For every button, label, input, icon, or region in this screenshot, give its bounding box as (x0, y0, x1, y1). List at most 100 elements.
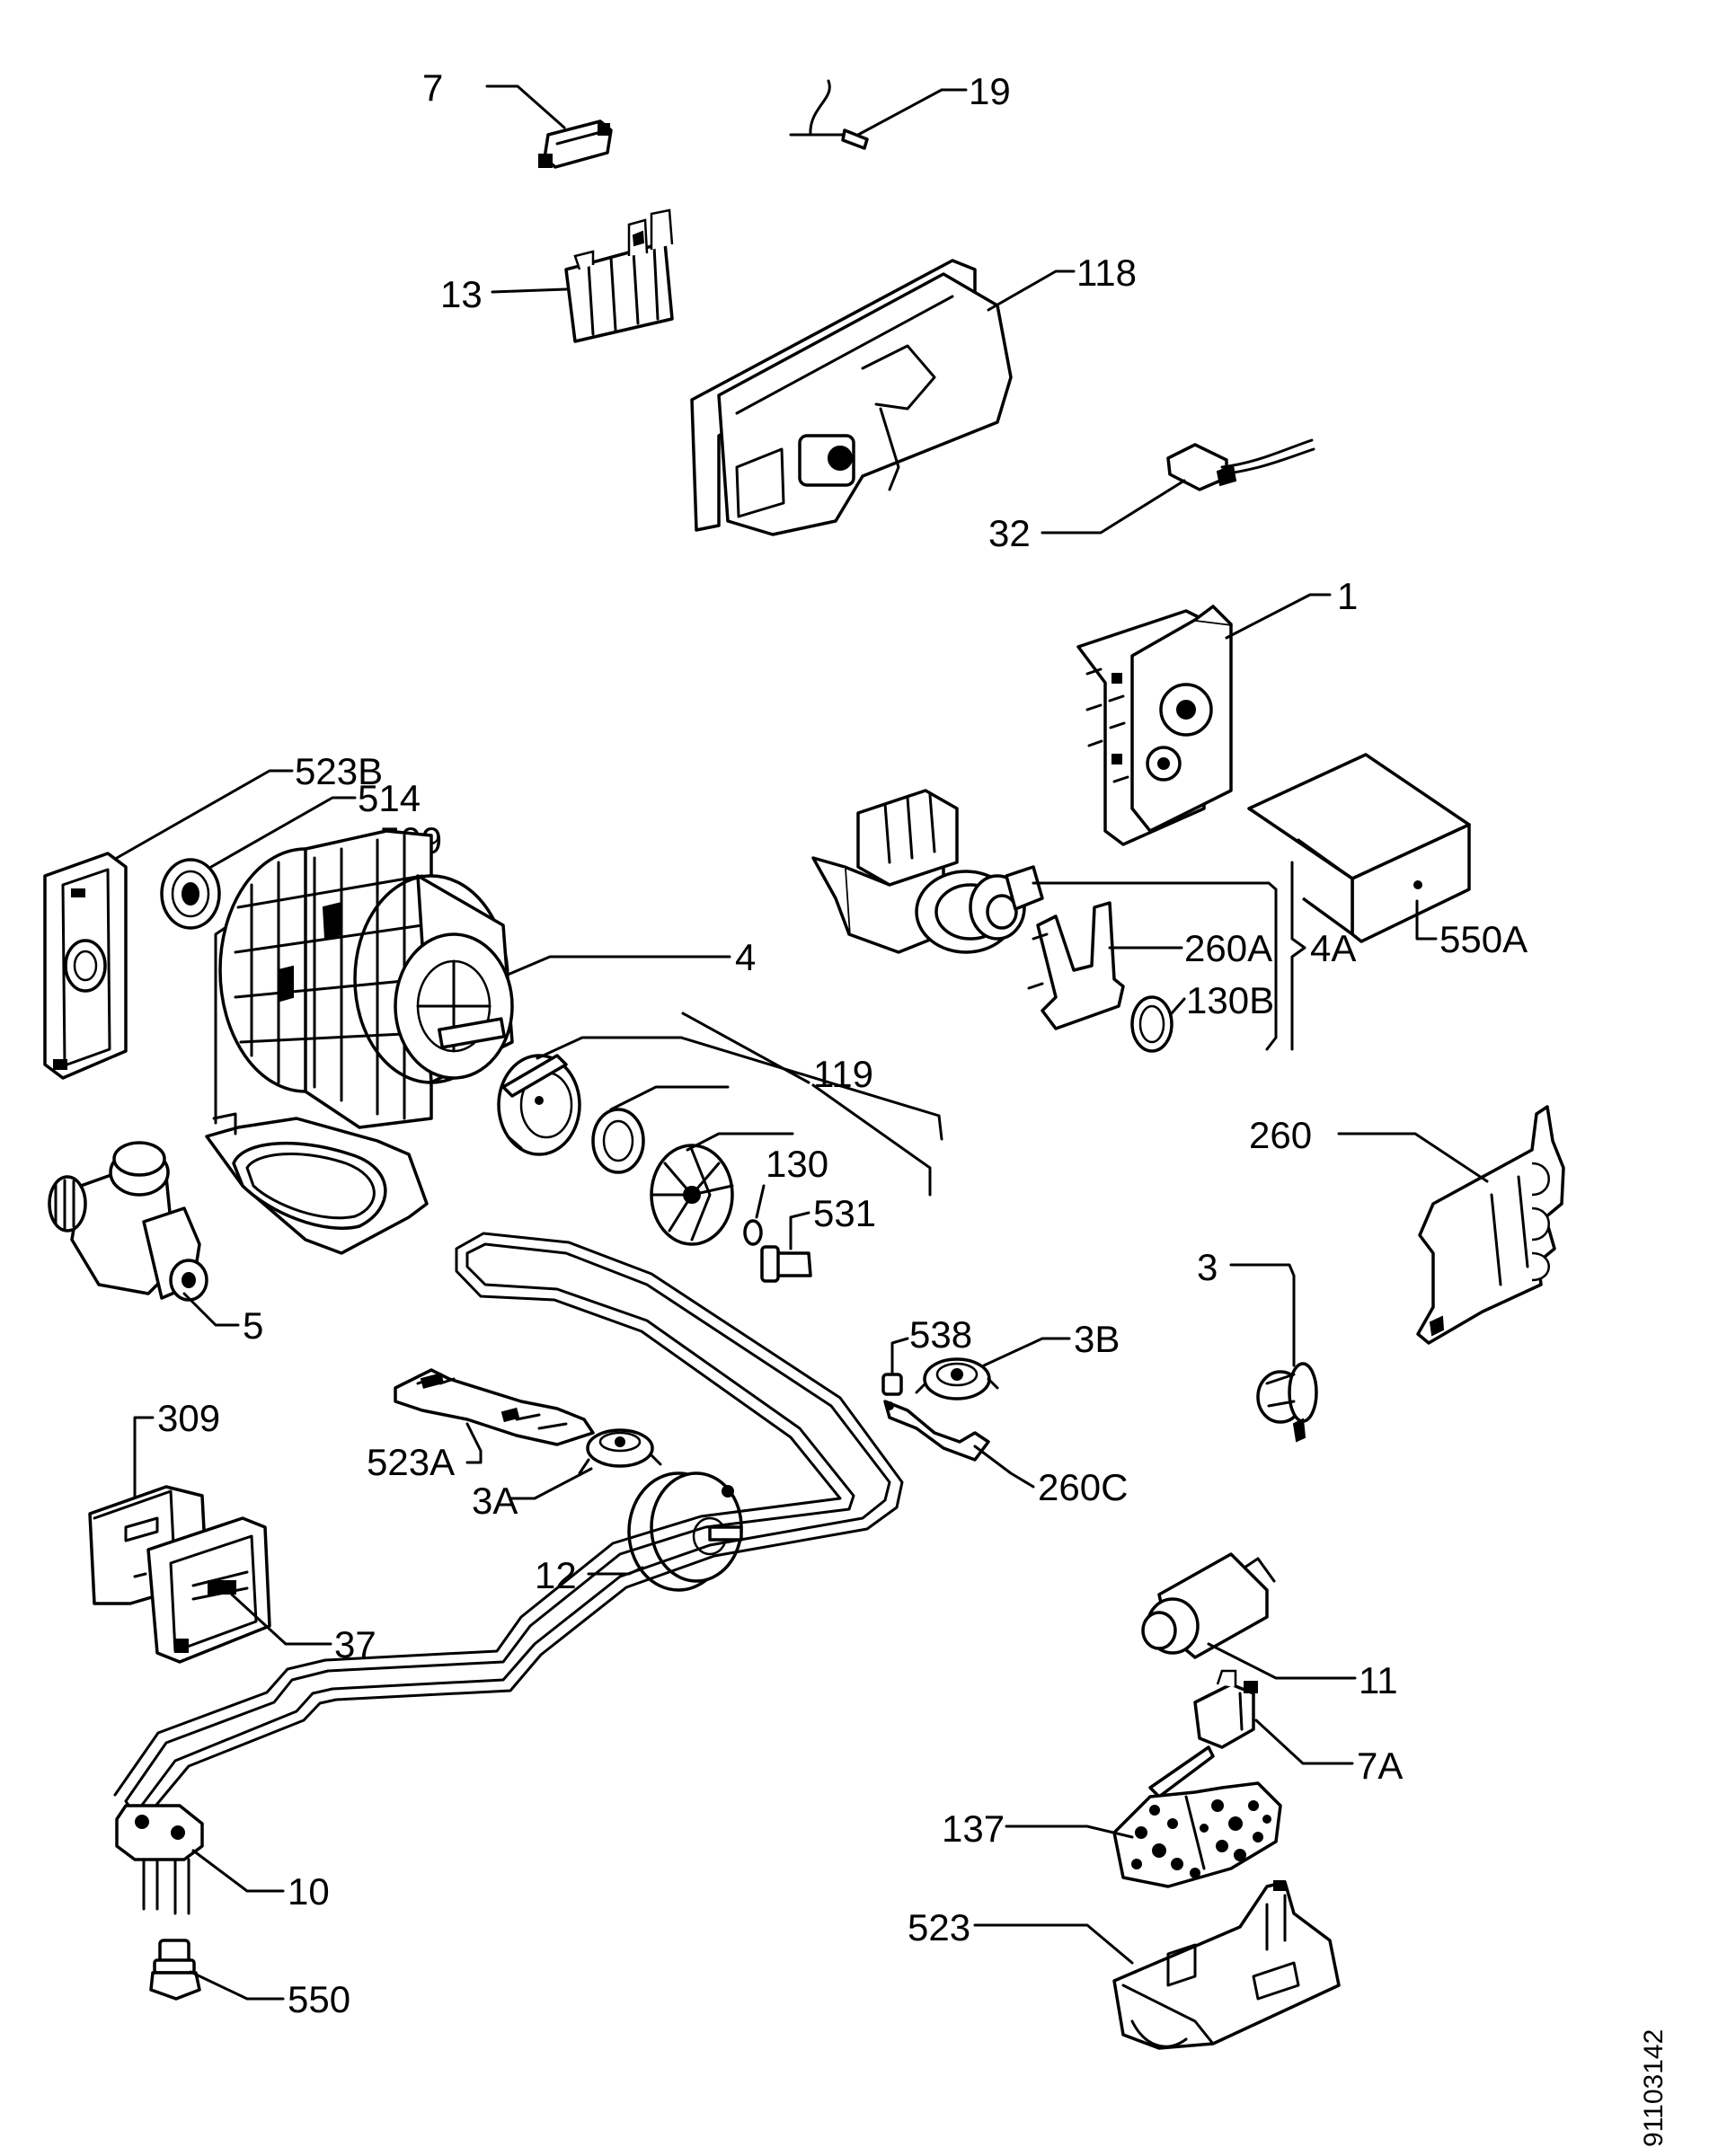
part-260-bracket (1416, 1105, 1565, 1345)
part-3-thermostat (1256, 1362, 1318, 1443)
part-523-sump (1112, 1880, 1341, 2050)
part-130-washer (743, 1219, 763, 1246)
part-550-plug (149, 1939, 201, 2001)
leader-130B (1170, 997, 1186, 1015)
label-1: 1 (1337, 575, 1358, 617)
part-514-grommet (160, 858, 221, 930)
label-523: 523 (908, 1906, 970, 1948)
label-7: 7 (422, 66, 443, 109)
part-118-dispenser (690, 259, 1013, 536)
leader-3B (982, 1337, 1071, 1367)
label-523B: 523B (295, 750, 383, 792)
part-260C-clip (883, 1400, 990, 1462)
leader-10 (191, 1849, 285, 1893)
label-130B: 130B (1186, 979, 1274, 1021)
part-impeller (650, 1144, 734, 1246)
part-550A-box (1247, 753, 1471, 943)
label-3: 3 (1197, 1246, 1218, 1288)
leader-5 (182, 1292, 240, 1327)
leader-260 (1337, 1132, 1489, 1183)
label-118: 118 (1076, 252, 1137, 294)
part-523B-cover (43, 852, 128, 1080)
part-4-motor (218, 829, 514, 1129)
leader-550 (189, 1970, 285, 2001)
leader-4 (506, 955, 731, 976)
leaders-119 (536, 1036, 943, 1152)
label-5: 5 (243, 1304, 263, 1347)
leader-523B (115, 769, 294, 860)
part-19-sensor (789, 79, 869, 150)
label-523A: 523A (367, 1441, 455, 1483)
leader-550A (1415, 899, 1438, 941)
part-137-filter (1112, 1781, 1282, 1888)
leader-130 (755, 1184, 766, 1219)
part-509-gasket (205, 1112, 429, 1255)
label-260C: 260C (1038, 1466, 1128, 1508)
part-1-timer (1076, 605, 1233, 846)
leader-37 (230, 1593, 332, 1646)
part-5-inlet-valve (48, 1141, 208, 1302)
leader-11 (1207, 1642, 1357, 1680)
label-119: 119 (813, 1053, 873, 1095)
part-3B-thermostat (915, 1357, 999, 1401)
label-7A: 7A (1357, 1745, 1403, 1787)
leader-260C (973, 1445, 1035, 1489)
label-11: 11 (1359, 1659, 1398, 1701)
part-10-heating-element (113, 1232, 904, 1915)
leader-13 (491, 287, 568, 294)
leader-7 (485, 84, 566, 129)
part-4A-drain-pump (811, 789, 1044, 954)
leader-137 (1005, 1825, 1134, 1839)
label-3B: 3B (1074, 1318, 1120, 1360)
part-ring (591, 1108, 645, 1174)
label-3A: 3A (472, 1480, 518, 1522)
label-137: 137 (942, 1807, 1005, 1850)
label-4A: 4A (1310, 927, 1356, 969)
part-12-fan-motor (627, 1471, 743, 1592)
leader-7A (1254, 1719, 1354, 1765)
part-shaft-seal (497, 1054, 581, 1156)
leader-538 (890, 1337, 909, 1374)
label-32: 32 (988, 512, 1031, 554)
label-514: 514 (358, 777, 421, 819)
drawing-code: 91103142 (1639, 2029, 1669, 2147)
leader-3A (510, 1467, 593, 1500)
leader-32 (1041, 479, 1186, 535)
label-10: 10 (288, 1870, 330, 1913)
part-130B-seal-ring (1130, 995, 1173, 1053)
part-531-screw (760, 1245, 812, 1283)
part-32-connector (1166, 438, 1315, 491)
label-19: 19 (969, 70, 1011, 112)
label-531: 531 (813, 1192, 876, 1234)
group-bracket-4A (1032, 861, 1306, 1051)
label-538: 538 (909, 1313, 972, 1356)
part-523A-plate (394, 1368, 595, 1446)
leader-523A (465, 1422, 483, 1464)
label-130: 130 (766, 1143, 828, 1185)
leader-1 (1225, 593, 1332, 640)
leader-118 (987, 270, 1076, 312)
leader-309 (133, 1416, 155, 1498)
leader-19 (856, 88, 968, 137)
part-37-housing (146, 1516, 271, 1664)
leader-523 (973, 1923, 1134, 1965)
part-3A-thermostat (578, 1428, 662, 1475)
label-13: 13 (440, 273, 483, 315)
label-260A: 260A (1184, 927, 1272, 969)
leader-531 (789, 1211, 810, 1250)
label-260: 260 (1249, 1114, 1312, 1156)
part-538-spacer (881, 1373, 903, 1396)
label-550: 550 (288, 1978, 350, 2020)
part-7A-microswitch (1148, 1669, 1258, 1798)
label-550A: 550A (1439, 918, 1528, 960)
label-309: 309 (157, 1397, 220, 1439)
part-260A-bracket (1027, 901, 1125, 1030)
leader-3 (1229, 1263, 1296, 1367)
part-7-switch (538, 119, 613, 169)
bracket-119 (681, 1012, 932, 1197)
part-13-terminal-block (564, 208, 674, 343)
part-11-small-motor (1141, 1552, 1276, 1659)
leader-514 (209, 796, 357, 869)
label-4: 4 (735, 936, 756, 978)
